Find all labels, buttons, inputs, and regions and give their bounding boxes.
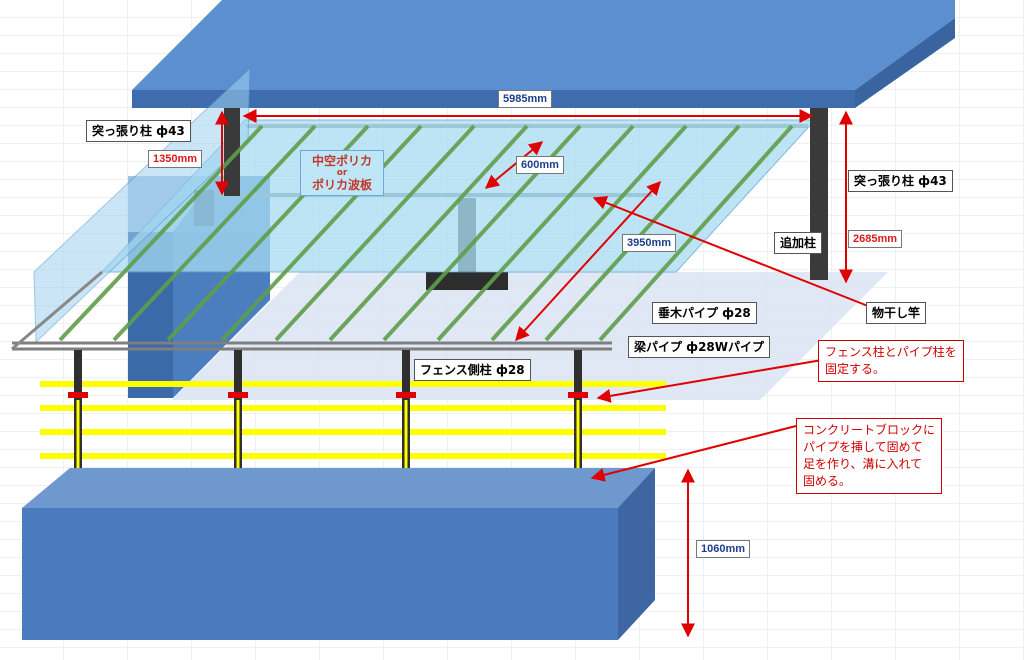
label-fence-post: フェンス側柱 ф28	[414, 359, 531, 381]
arrow-diagonal	[515, 180, 661, 342]
rafter-pipe	[274, 124, 476, 342]
material-line-3: ポリカ波板	[311, 178, 372, 192]
dimension-base-height: 1060mm	[696, 540, 751, 558]
roof-material-label: 中空ポリカ or ポリカ波板	[300, 150, 384, 196]
leader-laundry-pole	[592, 196, 869, 307]
concrete-block	[22, 468, 655, 640]
label-prop-post-left: 突っ張り柱 ф43	[86, 120, 191, 142]
fence-post-pipe	[404, 400, 408, 490]
post-clamp	[396, 392, 416, 398]
post-clamp	[568, 392, 588, 398]
note-block-fix: コンクリートブロックに パイプを挿して固めて 足を作り、溝に入れて 固める。	[796, 418, 943, 494]
added-post	[810, 108, 828, 280]
material-line-1: 中空ポリカ	[311, 154, 372, 168]
dimension-width: 5985mm	[498, 90, 553, 108]
upper-balcony-slab	[132, 0, 955, 108]
post-clamp	[228, 392, 248, 398]
arrow-spacing	[484, 141, 544, 189]
fence-posts	[68, 350, 588, 490]
material-or: or	[336, 168, 348, 178]
rafter-pipe	[220, 124, 423, 342]
dimension-spacing: 600mm	[516, 156, 564, 174]
dimension-diagonal: 3950mm	[622, 234, 677, 252]
label-laundry-pole: 物干し竿	[866, 302, 927, 324]
fence-post-pipe	[236, 400, 240, 490]
dimension-right-height: 2685mm	[848, 230, 903, 248]
label-rafter-pipe: 垂木パイプ ф28	[652, 302, 757, 324]
dimension-left-height: 1350mm	[148, 150, 203, 168]
leader-block-fix	[590, 425, 797, 482]
fence-post-pipe	[76, 400, 80, 490]
fence-rail	[40, 381, 666, 387]
fence-rail	[40, 453, 666, 459]
dimension-arrows	[215, 109, 869, 638]
label-added-post: 追加柱	[774, 232, 823, 254]
fence-rails	[40, 381, 666, 459]
label-prop-post-right: 突っ張り柱 ф43	[848, 170, 953, 192]
rafter-pipe	[112, 124, 317, 342]
beam-pipe	[11, 270, 612, 351]
fence-post-pipe	[576, 400, 580, 490]
label-beam-pipe: 梁パイプ ф28Wパイプ	[628, 336, 771, 358]
post-clamp	[68, 392, 88, 398]
fence-rail	[40, 429, 666, 435]
leader-fence-fix	[596, 359, 823, 403]
fence-rail	[40, 405, 666, 411]
note-fence-fix: フェンス柱とパイプ柱を 固定する。	[818, 340, 964, 382]
